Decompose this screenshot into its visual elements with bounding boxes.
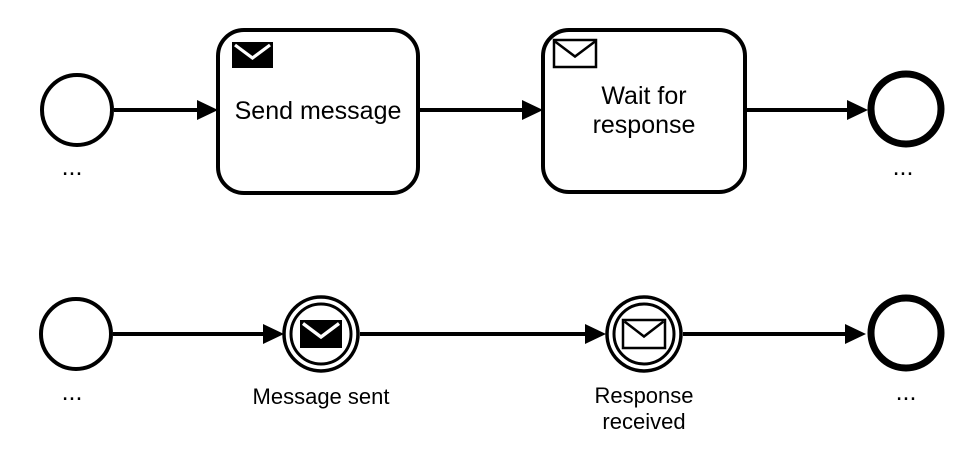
end-event-label-row2: ... — [895, 378, 917, 406]
end-event-label-row1: ... — [892, 153, 914, 181]
sequence-flow-arrowhead-6 — [845, 324, 866, 344]
start-event-circle-row2 — [39, 297, 113, 371]
message-catch-event-label: Response received — [594, 383, 694, 434]
sequence-flow-arrowhead-4 — [263, 324, 284, 344]
receive-task-label: Wait for response — [592, 82, 696, 139]
sequence-flow-arrowhead-5 — [585, 324, 606, 344]
end-event-circle-row1 — [867, 70, 945, 148]
message-throw-event-shape — [282, 295, 360, 373]
sequence-flow-arrowhead-2 — [522, 100, 543, 120]
start-event-circle-row1 — [40, 73, 114, 147]
start-event-label-row1: ... — [61, 153, 83, 181]
send-task-label: Send message — [234, 97, 402, 126]
message-throw-event-label: Message sent — [252, 384, 390, 409]
message-outline-icon — [552, 38, 598, 69]
message-filled-icon — [300, 320, 342, 348]
sequence-flow-arrowhead-3 — [847, 100, 868, 120]
message-outline-icon — [621, 318, 667, 350]
message-filled-icon — [232, 42, 273, 68]
message-catch-event-shape — [605, 295, 683, 373]
end-event-circle-row2 — [867, 294, 945, 372]
start-event-label-row2: ... — [61, 378, 83, 406]
sequence-flow-arrowhead-1 — [197, 100, 218, 120]
